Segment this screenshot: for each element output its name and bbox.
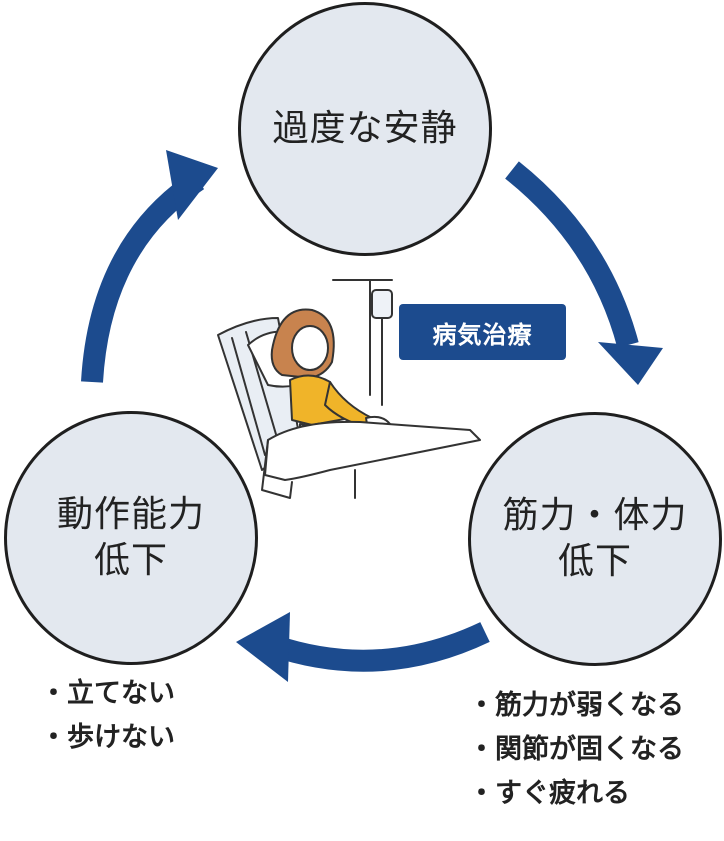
list-item: 関節が固くなる bbox=[468, 728, 684, 772]
arrow-right-to-left-icon bbox=[268, 622, 490, 672]
mobility-symptom-list: 立てない 歩けない bbox=[40, 672, 175, 760]
list-item: 歩けない bbox=[40, 716, 175, 760]
arrowhead-right-icon bbox=[598, 342, 663, 385]
list-item: 立てない bbox=[40, 672, 175, 716]
patient-in-bed-illustration bbox=[217, 279, 481, 499]
cycle-node-strength-decline: 筋力・体力 低下 bbox=[468, 412, 722, 666]
node-label-line-1: 筋力・体力 bbox=[502, 495, 688, 536]
node-label: 過度な安静 bbox=[272, 108, 458, 149]
cycle-node-mobility-decline: 動作能力 低下 bbox=[4, 411, 258, 665]
arrowhead-left-icon bbox=[236, 612, 290, 682]
node-label-line-2: 低下 bbox=[93, 540, 168, 581]
arrow-top-to-right-icon bbox=[505, 161, 639, 348]
arrowhead-top-icon bbox=[166, 150, 218, 220]
strength-symptom-list: 筋力が弱くなる 関節が固くなる すぐ疲れる bbox=[468, 684, 684, 816]
node-label-line-1: 動作能力 bbox=[56, 494, 205, 535]
list-item: 筋力が弱くなる bbox=[468, 684, 684, 728]
list-item: すぐ疲れる bbox=[468, 772, 684, 816]
cycle-node-excessive-rest: 過度な安静 bbox=[238, 2, 492, 256]
disease-treatment-badge: 病気治療 bbox=[399, 304, 566, 360]
node-label-line-2: 低下 bbox=[557, 541, 632, 582]
